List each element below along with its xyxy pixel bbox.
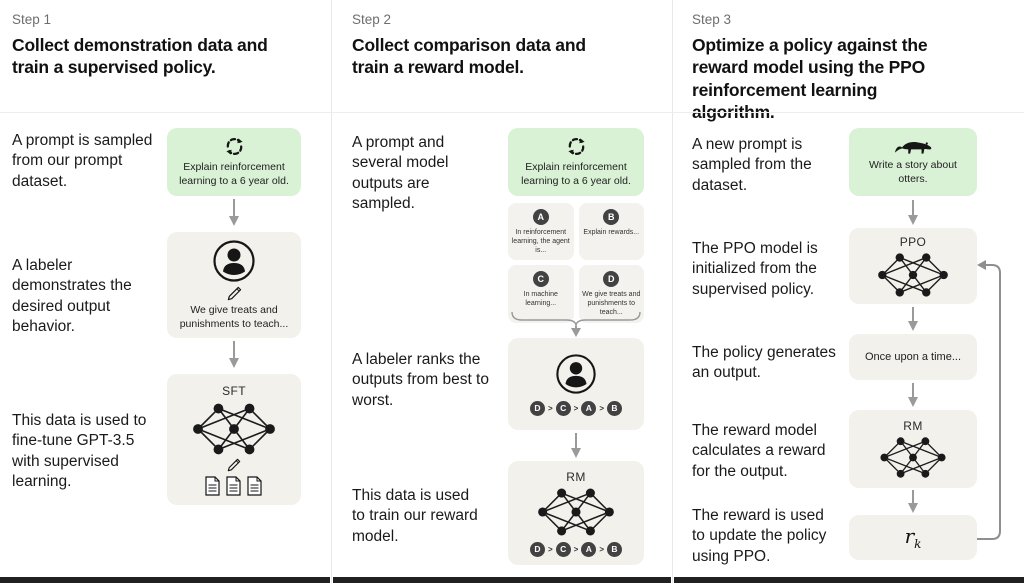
- arrow-down-icon: [906, 383, 920, 408]
- output-card-a: A In reinforcement learning, the agent i…: [508, 203, 574, 261]
- rank-badge: D: [529, 400, 545, 416]
- person-icon: [212, 239, 256, 283]
- step3-caption-update: The reward is used to update the policy …: [692, 507, 827, 565]
- step1-label: Step 1: [12, 12, 52, 27]
- ranking-row: D > C > A > B: [529, 541, 622, 557]
- documents-icon: [205, 475, 263, 496]
- cycle-icon: [224, 136, 245, 157]
- person-icon: [555, 353, 597, 395]
- neural-network-icon: [538, 487, 614, 537]
- output-card-d: D We give treats and punishments to teac…: [578, 265, 644, 323]
- bottom-bar: [333, 577, 671, 583]
- step2-title: Collect comparison data and train a rewa…: [352, 35, 586, 78]
- rank-badge: A: [581, 541, 597, 557]
- header-rule: [0, 112, 331, 113]
- ranking-row: D > C > A > B: [529, 400, 622, 416]
- rank-badge: C: [555, 541, 571, 557]
- pencil-icon: [227, 286, 242, 301]
- letter-badge: B: [603, 209, 620, 225]
- step1-caption-labeler: A labeler demonstrates the desired outpu…: [12, 257, 132, 336]
- rank-separator: >: [599, 403, 604, 413]
- letter-badge: A: [532, 209, 549, 225]
- cycle-icon: [566, 136, 587, 157]
- step2-prompt-text: Explain reinforcement learning to a 6 ye…: [521, 160, 631, 187]
- step2-rm-box: RM D > C > A > B: [508, 461, 644, 565]
- output-text: We give treats and punishments to teach.…: [582, 291, 641, 317]
- step3-ppo-box: PPO: [849, 228, 977, 304]
- rm-label: RM: [903, 419, 923, 433]
- reward-value: rk: [905, 524, 922, 551]
- rank-separator: >: [573, 403, 579, 413]
- arrow-down-icon: [906, 200, 920, 226]
- rank-badge: B: [607, 541, 622, 557]
- header-rule: [672, 112, 1024, 113]
- neural-network-icon: [193, 402, 275, 456]
- rank-badge: D: [529, 541, 545, 557]
- step3-caption-ppo: The PPO model is initialized from the su…: [692, 240, 818, 298]
- rank-separator: >: [573, 544, 579, 554]
- step3-caption-output: The policy generates an output.: [692, 344, 836, 382]
- arrow-down-icon: [227, 341, 241, 369]
- header-rule: [331, 112, 672, 113]
- step3-caption-prompt: A new prompt is sampled from the dataset…: [692, 136, 812, 194]
- column-divider: [672, 0, 673, 583]
- rank-separator: >: [547, 544, 553, 554]
- feedback-loop-arrow: [958, 255, 1010, 555]
- step1-labeler-box: We give treats and punishments to teach.…: [167, 232, 301, 338]
- output-text: In reinforcement learning, the agent is.…: [511, 229, 570, 255]
- step3-output-box: Once upon a time...: [849, 334, 977, 380]
- arrow-down-icon: [906, 490, 920, 514]
- reward-subscript: k: [914, 537, 922, 551]
- letter-badge: C: [532, 271, 549, 288]
- bottom-bar: [0, 577, 330, 583]
- neural-network-icon: [880, 436, 946, 479]
- neural-network-icon: [878, 252, 948, 298]
- step3-prompt-box: Write a story about otters.: [849, 128, 977, 196]
- step2-outputs-grid: A In reinforcement learning, the agent i…: [508, 203, 644, 323]
- step3-title: Optimize a policy against the reward mod…: [692, 35, 928, 123]
- step3-label: Step 3: [692, 12, 732, 27]
- output-text: In machine learning...: [523, 291, 558, 308]
- step2-caption-train: This data is used to train our reward mo…: [352, 487, 478, 545]
- arrow-down-icon: [906, 307, 920, 332]
- rank-badge: C: [555, 400, 571, 416]
- reward-symbol: r: [904, 524, 915, 548]
- step2-caption-prompt: A prompt and several model outputs are s…: [352, 134, 449, 213]
- step1-caption-prompt: A prompt is sampled from our prompt data…: [12, 132, 153, 190]
- arrow-down-icon: [569, 433, 583, 459]
- step3-rm-box: RM: [849, 410, 977, 488]
- output-card-c: C In machine learning...: [508, 265, 574, 323]
- step1-prompt-text: Explain reinforcement learning to a 6 ye…: [179, 160, 289, 187]
- step3-caption-reward: The reward model calculates a reward for…: [692, 422, 826, 480]
- ppo-label: PPO: [899, 234, 927, 249]
- step1-prompt-box: Explain reinforcement learning to a 6 ye…: [167, 128, 301, 196]
- sft-label: SFT: [222, 383, 246, 398]
- step2-prompt-box: Explain reinforcement learning to a 6 ye…: [508, 128, 644, 196]
- brace-down-icon: [508, 311, 644, 337]
- bottom-bar: [674, 577, 1024, 583]
- step2-caption-rank: A labeler ranks the outputs from best to…: [352, 351, 489, 409]
- otter-icon: [894, 137, 932, 156]
- step3-reward-box: rk: [849, 515, 977, 560]
- pencil-icon: [227, 458, 241, 472]
- arrow-down-icon: [227, 199, 241, 227]
- column-divider: [331, 0, 332, 583]
- rank-separator: >: [547, 403, 553, 413]
- step2-label: Step 2: [352, 12, 392, 27]
- step3-prompt-text: Write a story about otters.: [869, 159, 957, 185]
- step1-caption-finetune: This data is used to fine-tune GPT-3.5 w…: [12, 412, 147, 491]
- output-text: Explain rewards...: [583, 229, 640, 236]
- rank-badge: B: [607, 400, 622, 416]
- step1-sft-box: SFT: [167, 374, 301, 505]
- rank-badge: A: [581, 400, 597, 416]
- step1-labeler-text: We give treats and punishments to teach.…: [179, 303, 289, 330]
- rm-label: RM: [566, 469, 586, 484]
- step1-title: Collect demonstration data and train a s…: [12, 35, 268, 78]
- letter-badge: D: [603, 271, 620, 288]
- step3-output-text: Once upon a time...: [865, 350, 961, 363]
- rank-separator: >: [599, 544, 604, 554]
- output-card-b: B Explain rewards...: [578, 203, 644, 261]
- step2-ranking-box: D > C > A > B: [508, 338, 644, 430]
